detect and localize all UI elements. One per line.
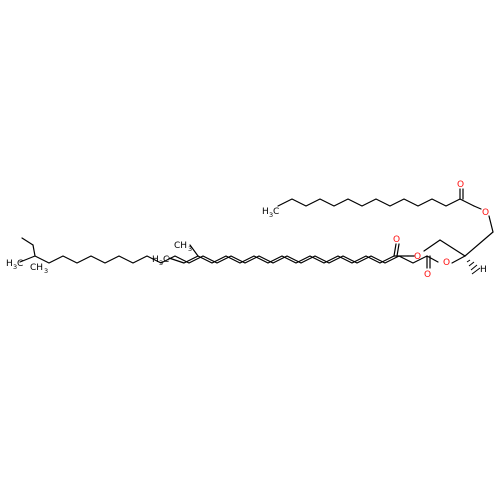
- bottom-ethyl-branch: [32, 244, 36, 257]
- top-ester-oxygen: O: [482, 208, 489, 218]
- svg-text:3: 3: [188, 245, 192, 253]
- backbone-o1-ch2: [488, 215, 494, 233]
- middle-ester-oxygen: O: [414, 252, 421, 262]
- svg-text:H: H: [152, 255, 159, 265]
- bottom-branch-methyl-label: CH 3: [30, 263, 48, 275]
- bottom-carbonyl-oxygen: O: [424, 270, 431, 280]
- stereo-hydrogen: H: [480, 265, 487, 275]
- svg-text:3: 3: [159, 259, 163, 267]
- glycerol-backbone: [423, 215, 494, 275]
- top-terminal-methyl-label: H 3 C: [262, 207, 279, 219]
- middle-methyl-branch: [189, 244, 199, 257]
- svg-text:H: H: [262, 207, 269, 217]
- bottom-ethyl-end: [21, 237, 34, 246]
- backbone-ch2-o2: [423, 239, 441, 252]
- bottom-ester-oxygen: O: [443, 258, 450, 268]
- middle-branch-methyl-label: CH 3: [174, 241, 192, 253]
- middle-carbonyl-bond-1: [393, 243, 397, 257]
- middle-carbonyl-bond-2: [396, 243, 400, 257]
- top-ester-bond: [473, 205, 482, 210]
- svg-text:C: C: [17, 259, 23, 269]
- svg-text:H: H: [6, 259, 13, 269]
- stereo-hash-wedge: [466, 259, 481, 275]
- backbone-ch-ch2: [439, 239, 466, 257]
- backbone-ch-o3: [451, 255, 466, 264]
- svg-text:CH: CH: [30, 263, 43, 273]
- svg-text:3: 3: [44, 267, 48, 275]
- bottom-terminal-methyl-label: H 3 C: [6, 259, 23, 271]
- bottom-acyl-chain: [19, 237, 439, 269]
- top-chain-skeleton: [277, 198, 475, 207]
- svg-text:3: 3: [269, 211, 273, 219]
- top-acyl-chain: [277, 188, 482, 210]
- middle-acyl-chain: [168, 243, 415, 264]
- middle-terminal-methyl-label: H 3 C: [152, 255, 169, 267]
- top-carbonyl-oxygen: O: [457, 180, 464, 190]
- svg-text:3: 3: [13, 263, 17, 271]
- middle-carbonyl-oxygen: O: [393, 235, 400, 245]
- svg-text:C: C: [163, 255, 169, 265]
- backbone-ch2-ch: [464, 231, 494, 257]
- bottom-chain-skeleton: [19, 255, 439, 264]
- svg-text:C: C: [273, 207, 279, 217]
- svg-text:CH: CH: [174, 241, 187, 251]
